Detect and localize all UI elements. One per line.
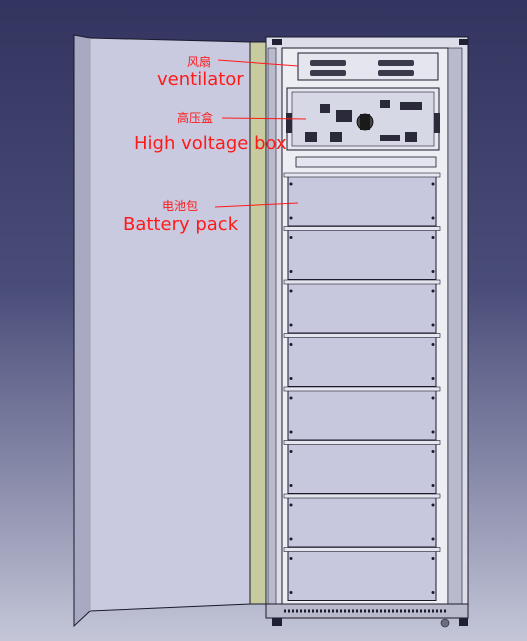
battery-pack [283,547,441,601]
battery-pack [283,172,441,227]
ventilator [297,52,439,81]
cabinet-door [73,34,259,628]
battery-pack [283,493,441,548]
hv-box-label-en: High voltage box [134,133,287,154]
high-voltage-box [286,87,440,151]
door-seal-strip [249,41,267,605]
ventilator-label-cn: 风扇 [187,55,212,69]
annotation-leaders [214,59,307,208]
battery-pack [283,333,441,387]
battery-label-en: Battery pack [123,214,239,235]
hv-box-label-cn: 高压盒 [177,111,214,125]
battery-pack [283,279,441,334]
ventilator-label-en: ventilator [157,69,244,90]
battery-pack-stack [283,172,441,601]
battery-label-cn: 电池包 [162,199,199,213]
battery-pack [283,386,441,441]
battery-pack [283,440,441,494]
battery-pack [283,226,441,280]
